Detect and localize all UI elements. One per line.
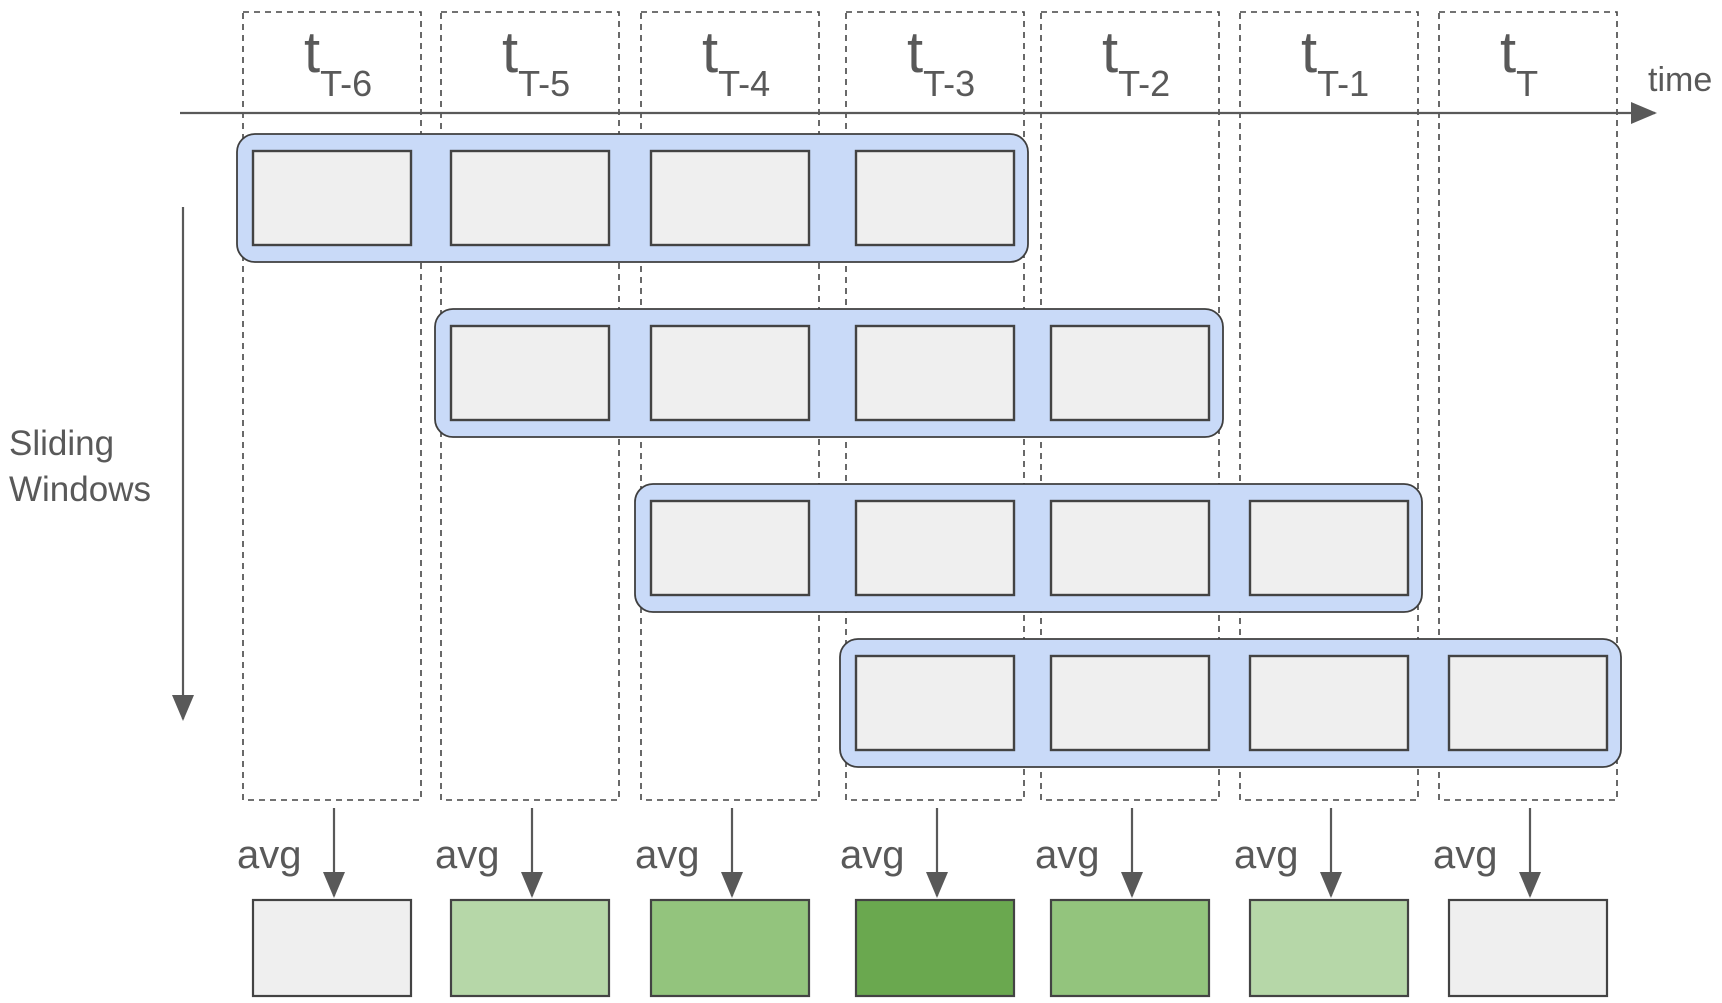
window-frame	[434, 308, 1224, 438]
average-output-box	[1049, 898, 1211, 998]
avg-label: avg	[1035, 833, 1100, 877]
avg-label: avg	[1234, 833, 1299, 877]
avg-label: avg	[1433, 833, 1498, 877]
average-output-box	[1447, 898, 1609, 998]
time-step-label: tT-3	[907, 20, 975, 104]
time-column-5	[1239, 11, 1419, 801]
window-cell	[1447, 654, 1609, 752]
time-step-label: tT-1	[1301, 20, 1369, 104]
sliding-window-1	[434, 308, 1224, 438]
window-cell	[1049, 324, 1211, 422]
time-step-base: t	[1301, 20, 1317, 85]
window-cell	[649, 149, 811, 247]
time-step-subscript: T-5	[518, 63, 570, 104]
time-step-label: tT-4	[702, 20, 770, 104]
sliding-window-0	[236, 133, 1029, 263]
window-cell	[449, 324, 611, 422]
time-step-subscript: T	[1516, 63, 1538, 104]
window-frame	[634, 483, 1423, 613]
window-cell	[1049, 654, 1211, 752]
average-output-box	[649, 898, 811, 998]
window-frame	[839, 638, 1622, 768]
avg-label: avg	[840, 833, 905, 877]
avg-label: avg	[435, 833, 500, 877]
average-output-box	[854, 898, 1016, 998]
time-column-0	[242, 11, 422, 801]
time-step-base: t	[1102, 20, 1118, 85]
time-step-subscript: T-3	[923, 63, 975, 104]
window-cell	[649, 499, 811, 597]
sliding-windows-label: Sliding Windows	[9, 424, 151, 509]
average-output-box	[1248, 898, 1410, 998]
time-step-base: t	[502, 20, 518, 85]
window-cell	[854, 149, 1016, 247]
sliding-windows-label-line1: Sliding	[9, 424, 114, 463]
window-cell	[1248, 654, 1410, 752]
window-cell	[854, 499, 1016, 597]
window-cell	[1049, 499, 1211, 597]
sliding-window-3	[839, 638, 1622, 768]
window-cell	[1248, 499, 1410, 597]
time-column-6	[1438, 11, 1618, 801]
window-cell	[854, 324, 1016, 422]
time-step-base: t	[907, 20, 923, 85]
window-cell	[649, 324, 811, 422]
average-output-box	[251, 898, 413, 998]
time-step-subscript: T-4	[718, 63, 770, 104]
avg-label: avg	[237, 833, 302, 877]
time-axis-label: time	[1648, 61, 1712, 99]
time-step-label: tT-6	[304, 20, 372, 104]
sliding-window-2	[634, 483, 1423, 613]
avg-label: avg	[635, 833, 700, 877]
average-outputs: avg avg avg avg avg avg avg	[237, 808, 1609, 998]
time-step-base: t	[1500, 20, 1516, 85]
time-step-label: tT-2	[1102, 20, 1170, 104]
time-step-subscript: T-1	[1317, 63, 1369, 104]
time-step-subscript: T-2	[1118, 63, 1170, 104]
sliding-windows-label-line2: Windows	[9, 470, 151, 509]
time-step-base: t	[304, 20, 320, 85]
time-step-label: tT-5	[502, 20, 570, 104]
time-step-label: tT	[1500, 20, 1538, 104]
window-cell	[449, 149, 611, 247]
time-step-subscript: T-6	[320, 63, 372, 104]
window-cell	[854, 654, 1016, 752]
average-output-box	[449, 898, 611, 998]
window-frame	[236, 133, 1029, 263]
sliding-windows	[236, 133, 1622, 768]
window-cell	[251, 149, 413, 247]
time-step-base: t	[702, 20, 718, 85]
